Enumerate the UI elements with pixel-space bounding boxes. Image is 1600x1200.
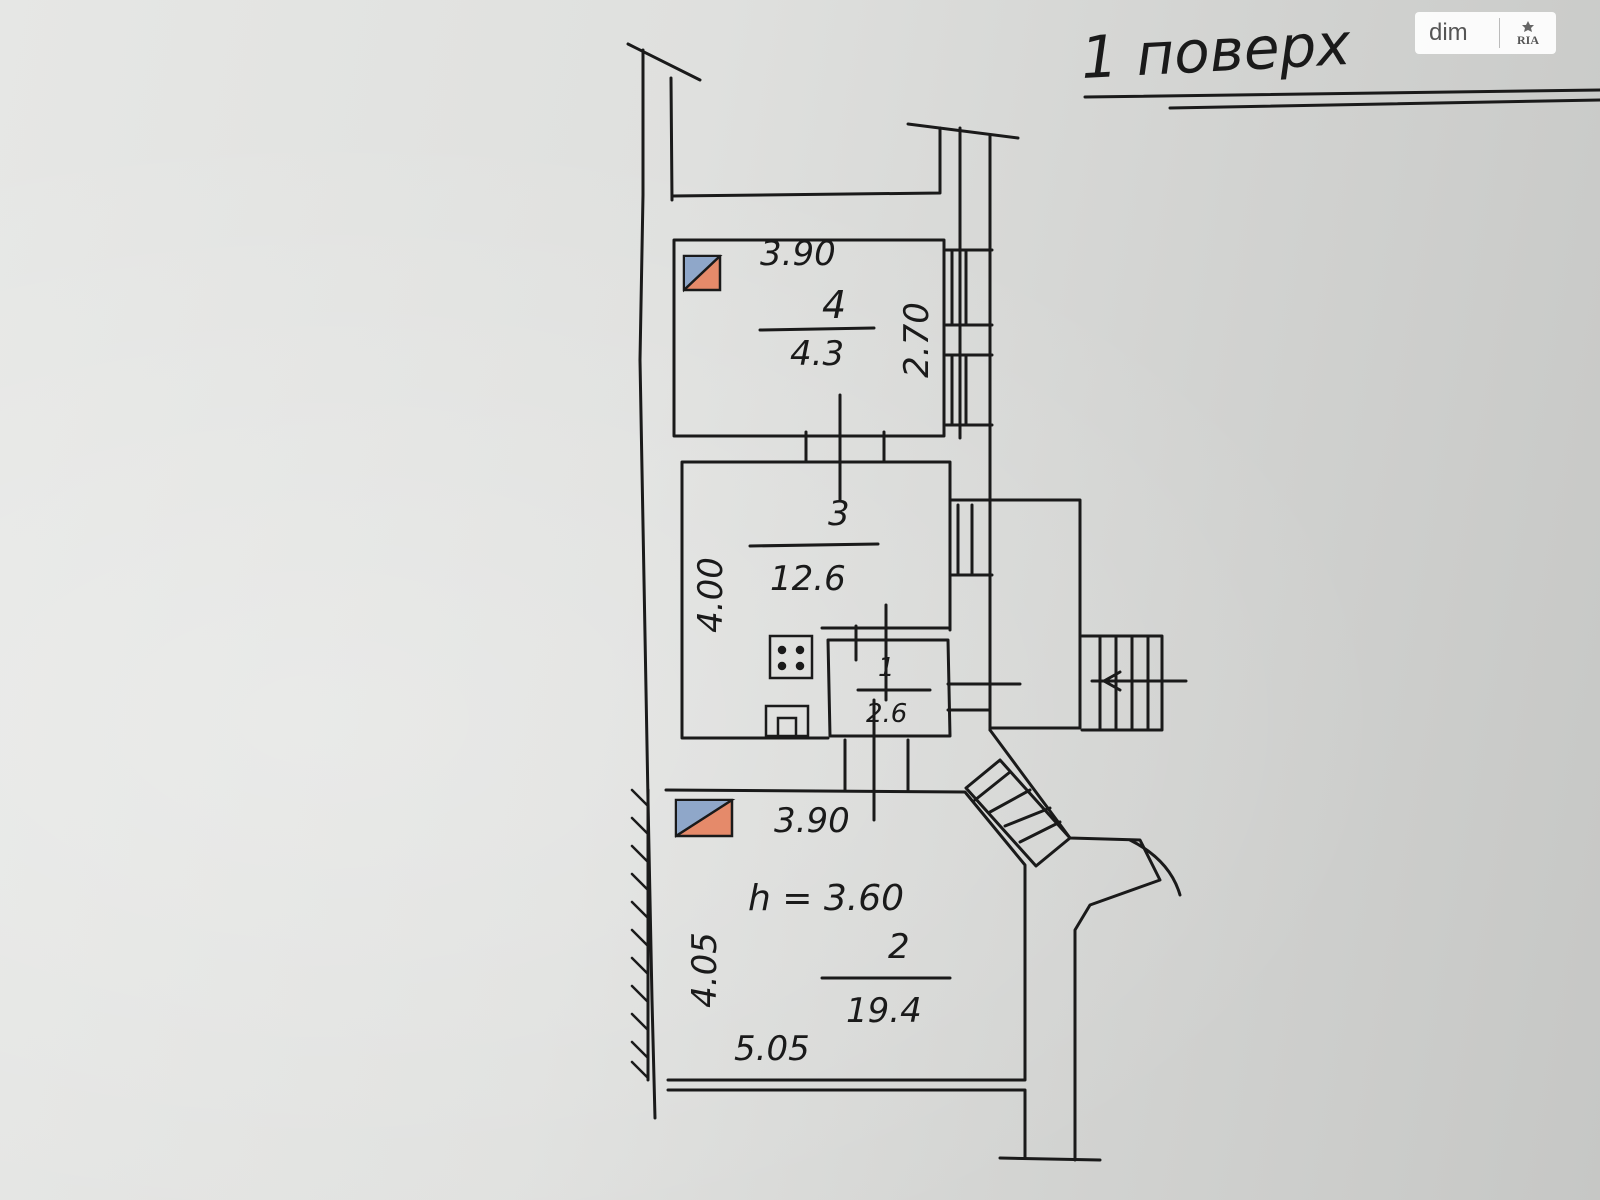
room-1-partition — [820, 603, 1022, 712]
room-3-number: 3 — [828, 494, 850, 534]
room-4-number: 4 — [822, 283, 846, 327]
outer-wall-left — [638, 48, 657, 1120]
watermark: dim RIA — [1415, 12, 1556, 54]
door-4-3 — [804, 430, 886, 464]
window-room4-a — [944, 248, 994, 327]
room-4-dim-top: 3.90 — [760, 234, 836, 274]
room-3-fraction-bar — [748, 542, 880, 548]
watermark-brand: dim — [1429, 19, 1468, 46]
room-2-number: 2 — [888, 927, 910, 967]
outside-curve — [1128, 838, 1182, 897]
svg-text:RIA: RIA — [1517, 33, 1539, 47]
outside-passage — [988, 728, 1162, 1162]
room-4-outline — [672, 238, 946, 438]
top-right-cap — [906, 122, 1020, 140]
outside-cap — [998, 1156, 1102, 1162]
sink-icon — [764, 704, 810, 738]
door-3-2 — [843, 738, 910, 792]
top-niche — [670, 126, 942, 198]
labels: 1 поверх 3.90 4 4.3 2.70 3 12.6 4.00 1 2… — [685, 10, 1353, 1069]
entry-arrow-icon — [1090, 670, 1188, 692]
hatch-marks — [630, 788, 650, 1080]
header-underline — [1083, 88, 1600, 110]
stove-icon — [768, 634, 814, 680]
room-2-bottom-wall — [666, 1088, 1027, 1160]
room-2-height: h = 3.60 — [748, 878, 904, 919]
room-1-outline — [826, 638, 952, 738]
top-cap-line — [626, 42, 702, 82]
window-room4-b — [944, 353, 994, 427]
floor-label: 1 поверх — [1079, 10, 1353, 92]
flue-icon — [674, 798, 736, 838]
room-1-number: 1 — [878, 653, 895, 683]
outer-wall-left-inner — [669, 76, 674, 202]
ria-logo-icon: RIA — [1517, 21, 1539, 47]
flue-icon — [682, 254, 723, 293]
room-4-fraction-bar — [758, 326, 876, 332]
room-2-dim-side: 4.05 — [685, 932, 725, 1008]
room-4-dim-side: 2.70 — [897, 302, 937, 378]
room-4-area: 4.3 — [790, 334, 844, 374]
room-3-dim-side: 4.00 — [691, 557, 731, 633]
window-room3 — [948, 498, 994, 577]
room-2-outline — [664, 788, 1027, 1082]
watermark-divider — [1499, 18, 1500, 48]
porch-box — [988, 498, 1082, 730]
room-2-dim-top: 3.90 — [774, 801, 850, 841]
room-2-area: 19.4 — [846, 991, 922, 1031]
room-2-dim-bottom: 5.05 — [734, 1029, 810, 1069]
room-3-area: 12.6 — [770, 559, 846, 599]
porch-stairs — [1080, 634, 1164, 732]
room-1-area: 2.6 — [866, 699, 907, 729]
